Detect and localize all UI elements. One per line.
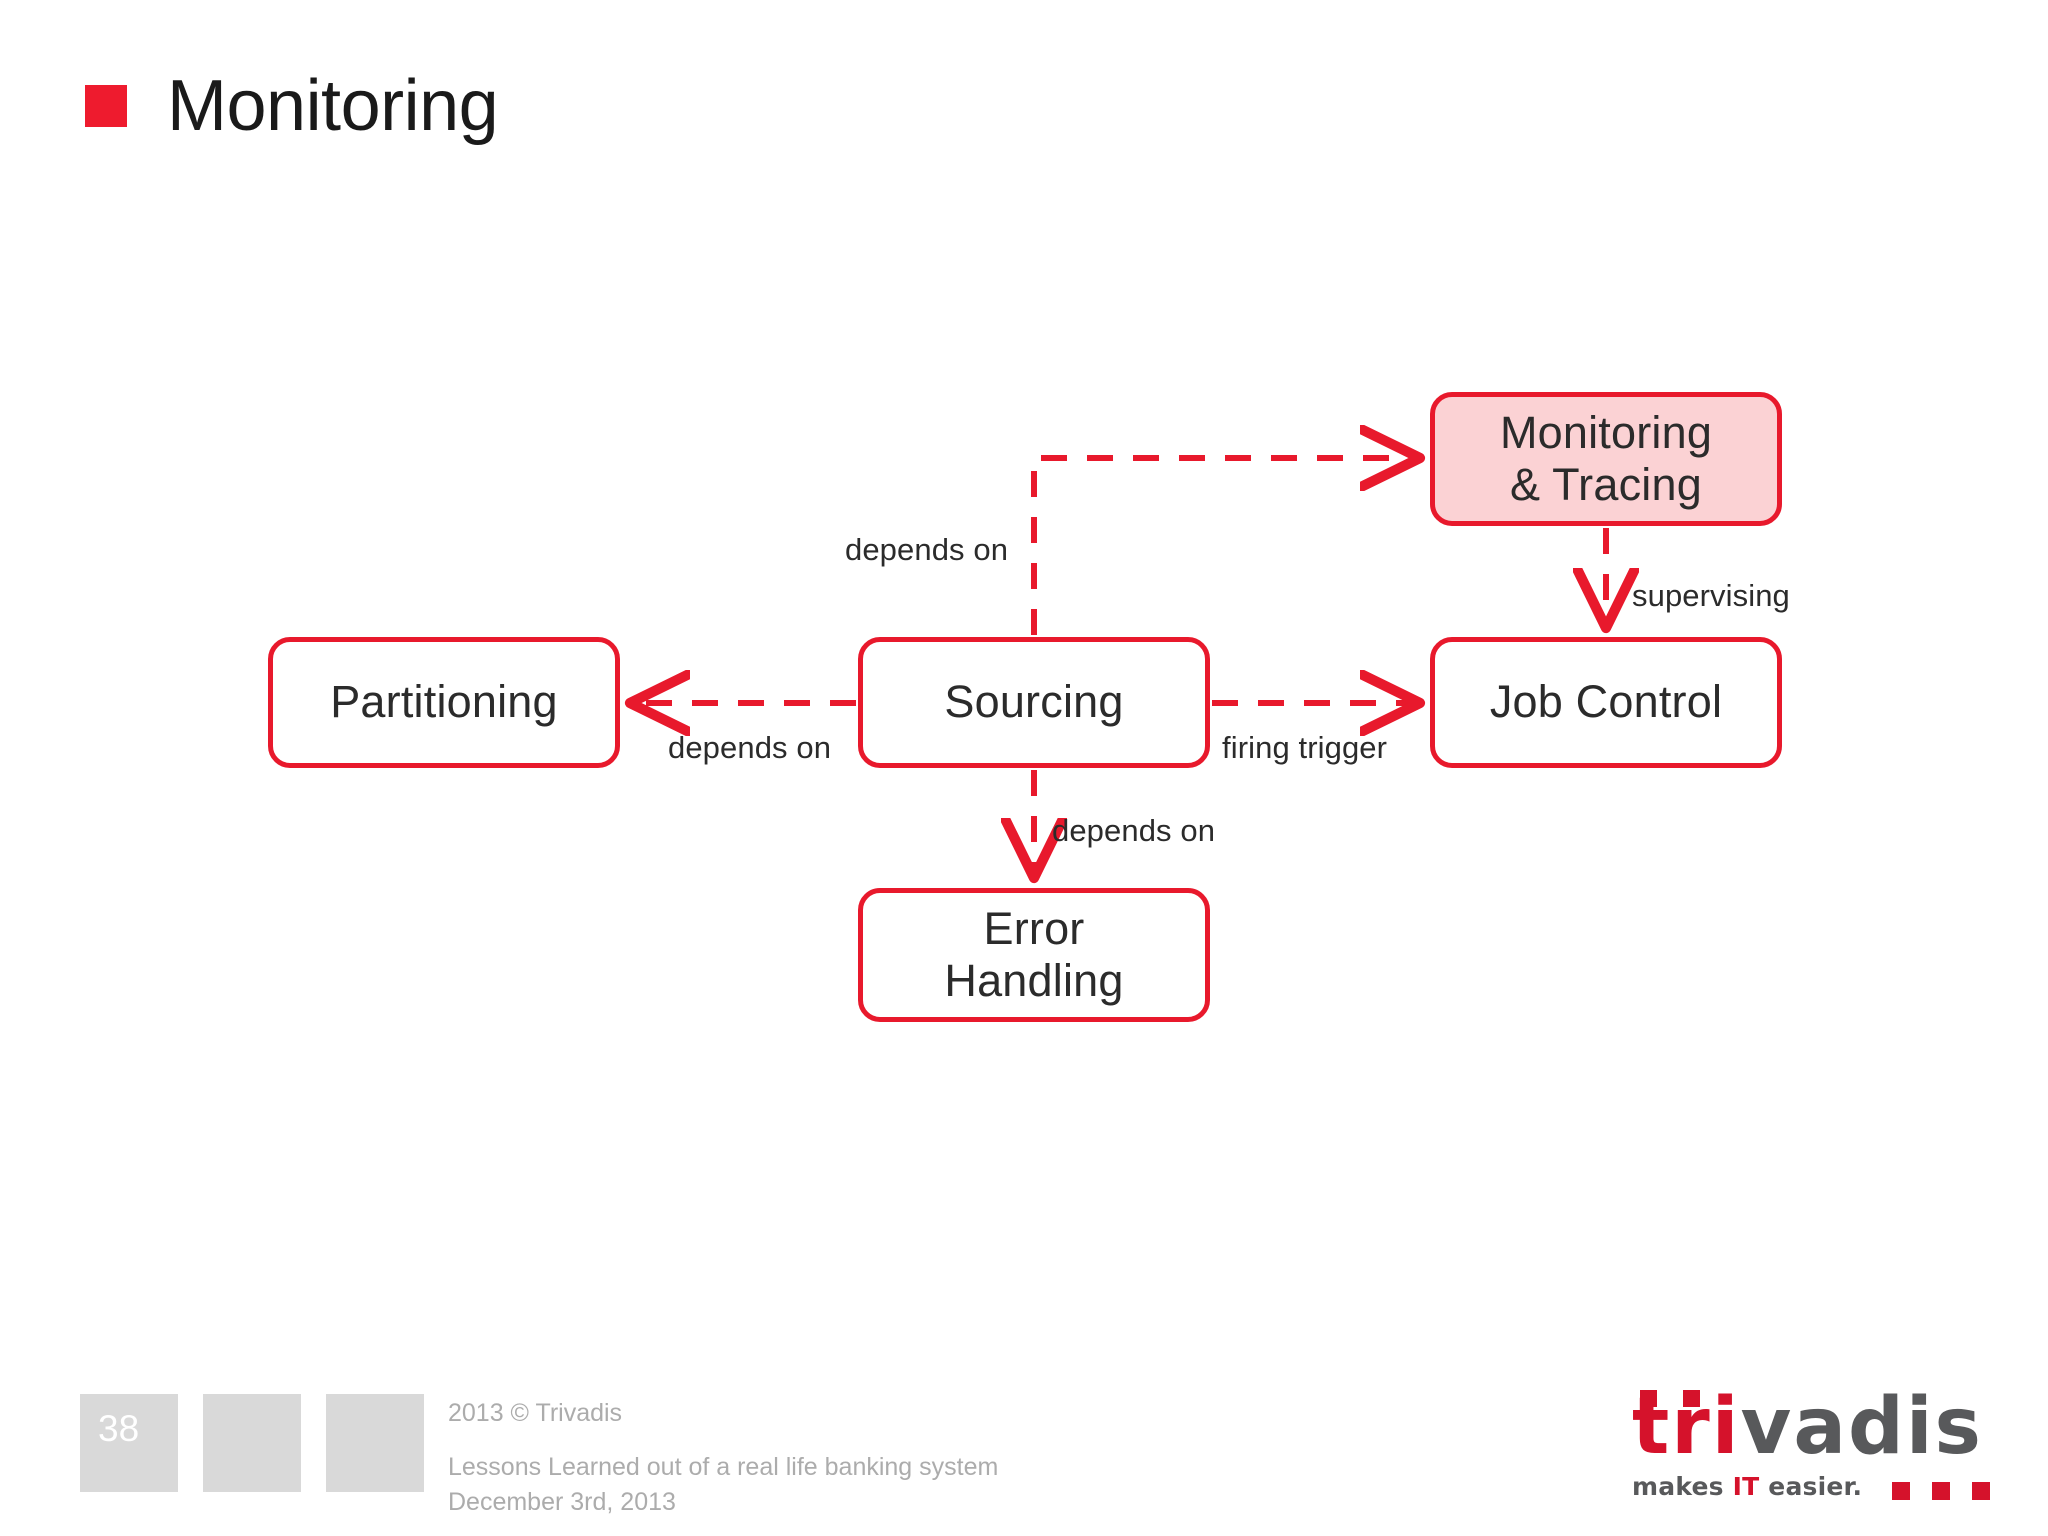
node-job-control[interactable]: Job Control [1430, 637, 1782, 768]
footer-square-2 [203, 1394, 301, 1492]
logo-top-dots-icon [1640, 1390, 1700, 1407]
footer-square-page: 38 [80, 1394, 178, 1492]
slide-title-row: Monitoring [85, 66, 499, 146]
logo-wordmark-vadis: vadis [1740, 1382, 1983, 1472]
edge-label-sourcing-to-errorhandling: depends on [1052, 813, 1216, 848]
edge-label-monitoring-to-jobcontrol: supervising [1632, 578, 1790, 613]
node-error-handling-label: Error Handling [944, 902, 1124, 1006]
logo-tagline-post: easier. [1759, 1472, 1863, 1501]
trivadis-logo: trivadis makes IT easier. [1632, 1388, 1992, 1508]
node-error-handling[interactable]: Error Handling [858, 888, 1210, 1022]
connector-sourcing-to-monitoring [1031, 458, 1414, 635]
logo-wordmark: trivadis [1632, 1388, 1992, 1466]
logo-top-dot-1 [1640, 1390, 1657, 1407]
footer-copyright: 2013 © Trivadis [448, 1399, 623, 1427]
footer-date: December 3rd, 2013 [448, 1488, 676, 1516]
footer-square-3 [326, 1394, 424, 1492]
node-job-control-label: Job Control [1489, 676, 1723, 728]
logo-tagline: makes IT easier. [1632, 1472, 1992, 1501]
page-title: Monitoring [167, 66, 499, 146]
footer-decoration-squares: 38 [80, 1394, 424, 1492]
edge-label-sourcing-to-jobcontrol: firing trigger [1222, 730, 1388, 765]
logo-dot-2 [1932, 1482, 1950, 1500]
node-sourcing[interactable]: Sourcing [858, 637, 1210, 768]
page-number: 38 [98, 1408, 140, 1449]
title-bullet-icon [85, 85, 127, 127]
logo-tagline-it: IT [1732, 1472, 1760, 1501]
logo-top-dot-2 [1683, 1390, 1700, 1407]
node-partitioning-label: Partitioning [330, 676, 558, 728]
logo-dot-1 [1892, 1482, 1910, 1500]
node-partitioning[interactable]: Partitioning [268, 637, 620, 768]
node-sourcing-label: Sourcing [944, 676, 1124, 728]
edge-label-sourcing-to-monitoring: depends on [845, 532, 1009, 567]
logo-bottom-dots-icon [1892, 1482, 1990, 1500]
footer-text-block: 2013 © Trivadis Lessons Learned out of a… [448, 1396, 998, 1521]
logo-dot-3 [1972, 1482, 1990, 1500]
edge-label-sourcing-to-partitioning: depends on [668, 730, 832, 765]
footer-subtitle: Lessons Learned out of a real life banki… [448, 1452, 999, 1481]
logo-tagline-pre: makes [1632, 1472, 1733, 1501]
node-monitoring-and-tracing-label: Monitoring & Tracing [1499, 406, 1713, 510]
node-monitoring-and-tracing[interactable]: Monitoring & Tracing [1430, 392, 1782, 526]
